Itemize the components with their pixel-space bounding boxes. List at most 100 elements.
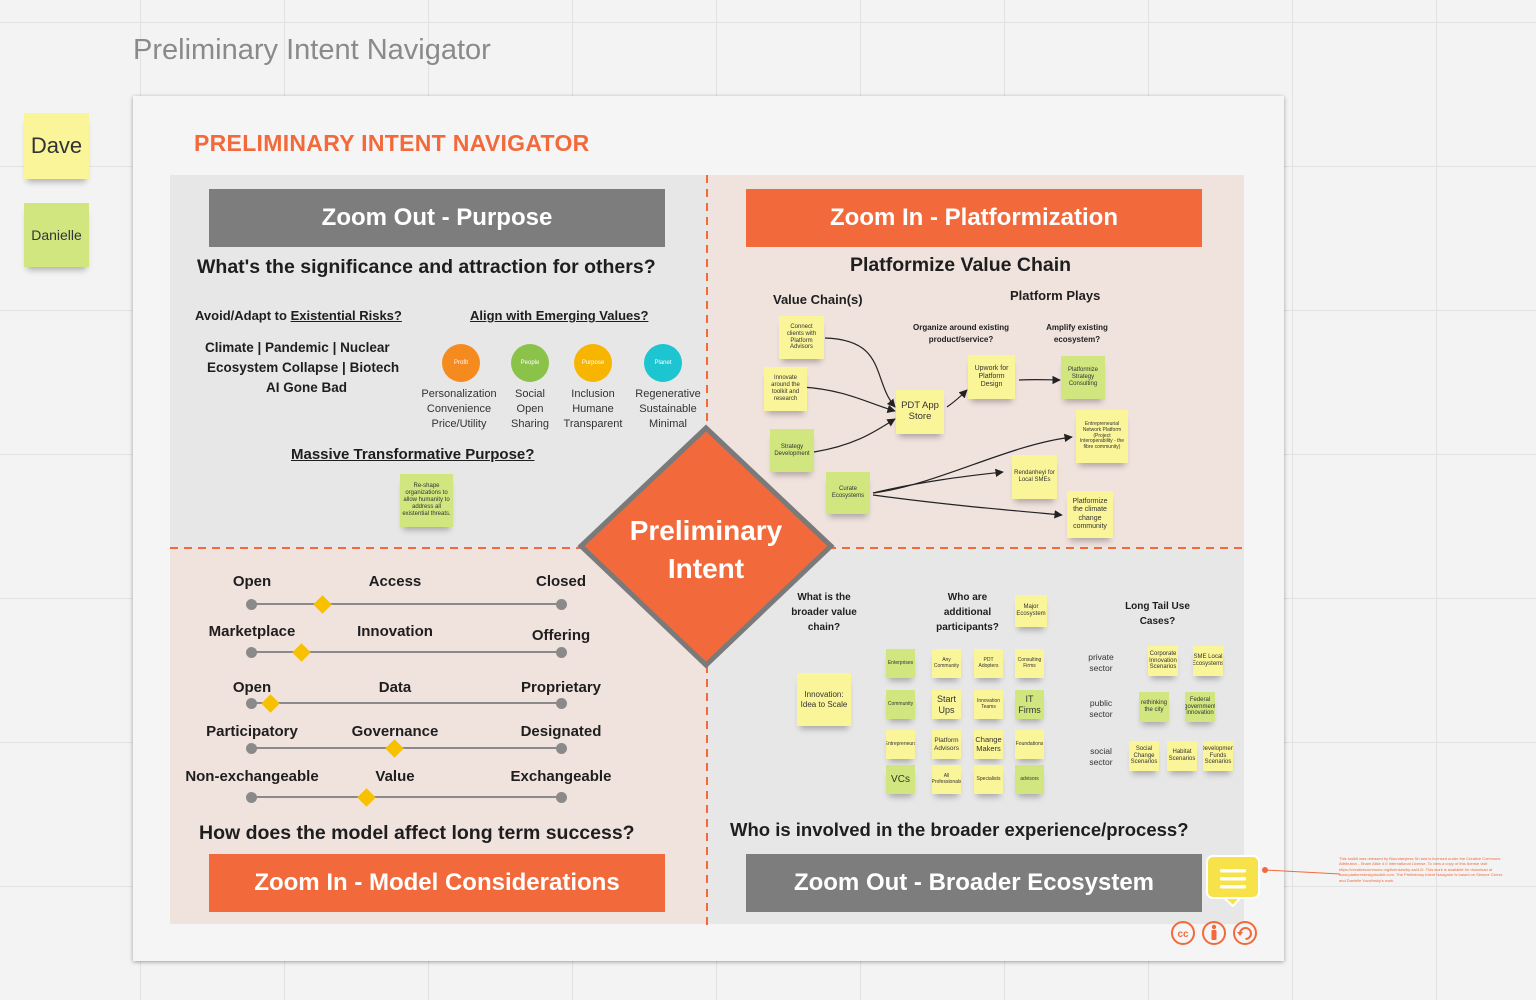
sticky-note-innovation-idea-to-scale[interactable]: Innovation: Idea to Scale <box>797 673 851 726</box>
sticky-note-rethinking-city[interactable]: rethinking the city <box>1139 692 1169 722</box>
slider-track-end <box>556 698 567 709</box>
sticky-note-corporate-innovation[interactable]: Corporate Innovation Scenarios <box>1148 646 1178 676</box>
slider-right-label: Exchangeable <box>510 768 612 785</box>
comment-icon <box>1206 855 1260 908</box>
by-icon <box>1211 924 1217 940</box>
comment-connector <box>1262 867 1341 875</box>
sticky-note-participant[interactable]: Enterprises <box>886 649 915 678</box>
value-dot-purpose: Purpose <box>574 344 612 382</box>
value-chains-label: Value Chain(s) <box>773 292 863 307</box>
center-line-1: Preliminary <box>629 515 783 546</box>
slider-track <box>251 651 561 653</box>
sticky-note-strategy-development[interactable]: Strategy Development <box>770 429 814 472</box>
sticky-note-sme-local[interactable]: SME Local Ecosystems <box>1193 646 1223 676</box>
purpose-question: What's the significance and attraction f… <box>197 256 656 278</box>
slider-right-label: Proprietary <box>520 679 602 696</box>
slider-title: Innovation <box>357 623 433 640</box>
slider-track-start <box>246 647 257 658</box>
emerging-values-label: Align with Emerging Values? <box>470 308 649 323</box>
sticky-note-major-ecosystem[interactable]: Major Ecosystem <box>1015 595 1047 627</box>
sticky-note-participant[interactable]: Change Makers <box>974 730 1003 759</box>
slider-right-label: Closed <box>535 573 587 590</box>
sticky-note-participant[interactable]: Consulting Firms <box>1015 649 1044 678</box>
slider-track-end <box>556 792 567 803</box>
risks-line-1: Climate | Pandemic | Nuclear <box>205 340 390 355</box>
banner-zoom-in-model: Zoom In - Model Considerations <box>209 854 665 912</box>
sticky-note-participant[interactable]: Innovation Teams <box>974 690 1003 719</box>
sticky-note-rendanheyi[interactable]: Rendanheyi for Local SMEs <box>1012 455 1057 499</box>
sticky-note-participant[interactable]: Platform Advisors <box>932 730 961 759</box>
slider-left-label: Marketplace <box>208 623 296 640</box>
sticky-note-curate-ecosystems[interactable]: Curate Ecosystems <box>826 472 870 514</box>
sticky-note-entrepreneurial-network[interactable]: Entrepreneurial Network Platform (Projec… <box>1076 410 1128 463</box>
slider-track <box>251 747 561 749</box>
value-chain-arrows <box>801 337 1073 519</box>
slider-title: Access <box>368 573 422 590</box>
sticky-note-participant[interactable]: IT Firms <box>1015 690 1044 719</box>
board-title: Preliminary Intent Navigator <box>133 34 491 66</box>
banner-zoom-in-platformization: Zoom In - Platformization <box>746 189 1202 247</box>
banner-zoom-out-purpose: Zoom Out - Purpose <box>209 189 665 247</box>
model-question: How does the model affect long term succ… <box>199 822 635 844</box>
sticky-note-participant[interactable]: PDT Adopters <box>974 649 1003 678</box>
slider-track-end <box>556 599 567 610</box>
sticky-note-participant[interactable]: Specialists <box>974 765 1003 794</box>
slider-title: Data <box>378 679 412 696</box>
preliminary-intent-diamond[interactable]: Preliminary Intent <box>577 424 835 669</box>
sa-icon <box>1237 927 1252 940</box>
slider-title: Value <box>375 768 415 785</box>
slider-left-label: Participatory <box>206 723 298 740</box>
sticky-note-participant[interactable]: Foundations <box>1015 730 1044 759</box>
comment-bubble[interactable] <box>1206 855 1260 908</box>
sticky-note-participant[interactable]: advisors <box>1015 765 1044 794</box>
sticky-note-participant[interactable]: VCs <box>886 765 915 794</box>
sticky-note-development-funds[interactable]: Development Funds Scenarios <box>1203 741 1233 771</box>
sticky-note-participant[interactable]: All Professionals <box>932 765 961 794</box>
sticky-note-pdt-app-store[interactable]: PDT App Store <box>896 390 944 434</box>
mtp-label: Massive Transformative Purpose? <box>291 446 535 463</box>
slider-track-start <box>246 743 257 754</box>
sticky-note-danielle[interactable]: Danielle <box>24 203 89 267</box>
platformize-value-chain-title: Platformize Value Chain <box>850 254 1072 276</box>
sticky-note-dave[interactable]: Dave <box>24 113 89 179</box>
sticky-note-innovate-toolkit[interactable]: Innovate around the toolkit and research <box>764 367 807 411</box>
sticky-note-mtp[interactable]: Re-shape organizations to allow humanity… <box>400 474 453 527</box>
slider-title: Governance <box>351 723 439 740</box>
slider-right-label: Offering <box>531 627 591 644</box>
center-line-2: Intent <box>667 553 745 584</box>
slider-track <box>251 702 561 704</box>
sticky-note-participant[interactable]: Any Community <box>932 649 961 678</box>
cc-icon: cc <box>1177 929 1189 940</box>
sticky-note-upwork-platform-design[interactable]: Upwork for Platform Design <box>968 355 1015 399</box>
sticky-note-participant[interactable]: Entrepreneurs <box>886 730 915 759</box>
cc-license-icons: cc <box>1170 920 1258 946</box>
slider-track <box>251 796 561 798</box>
ecosystem-question: Who is involved in the broader experienc… <box>730 819 1189 840</box>
risks-line-2: Ecosystem Collapse | Biotech <box>207 360 400 375</box>
sticky-note-connect-advisors[interactable]: Connect clients with Platform Advisors <box>779 316 824 359</box>
sticky-note-climate-community[interactable]: Platformize the climate change community <box>1067 491 1113 538</box>
sticky-note-participant[interactable]: Community <box>886 690 915 719</box>
sticky-note-habitat[interactable]: Habitat Scenarios <box>1167 741 1197 771</box>
slider-track-end <box>556 647 567 658</box>
slider-track-end <box>556 743 567 754</box>
sticky-note-participant[interactable]: Start Ups <box>932 690 961 719</box>
platform-plays-label: Platform Plays <box>1010 288 1101 303</box>
sticky-note-social-change[interactable]: Social Change Scenarios <box>1129 741 1159 771</box>
slider-track-start <box>246 792 257 803</box>
banner-zoom-out-ecosystem: Zoom Out - Broader Ecosystem <box>746 854 1202 912</box>
sticky-note-federal-innovation[interactable]: Federal government innovation <box>1185 692 1215 722</box>
sticky-note-platformize-consulting[interactable]: Platformize Strategy Consulting <box>1061 356 1105 399</box>
slider-left-label: Open <box>232 679 272 696</box>
